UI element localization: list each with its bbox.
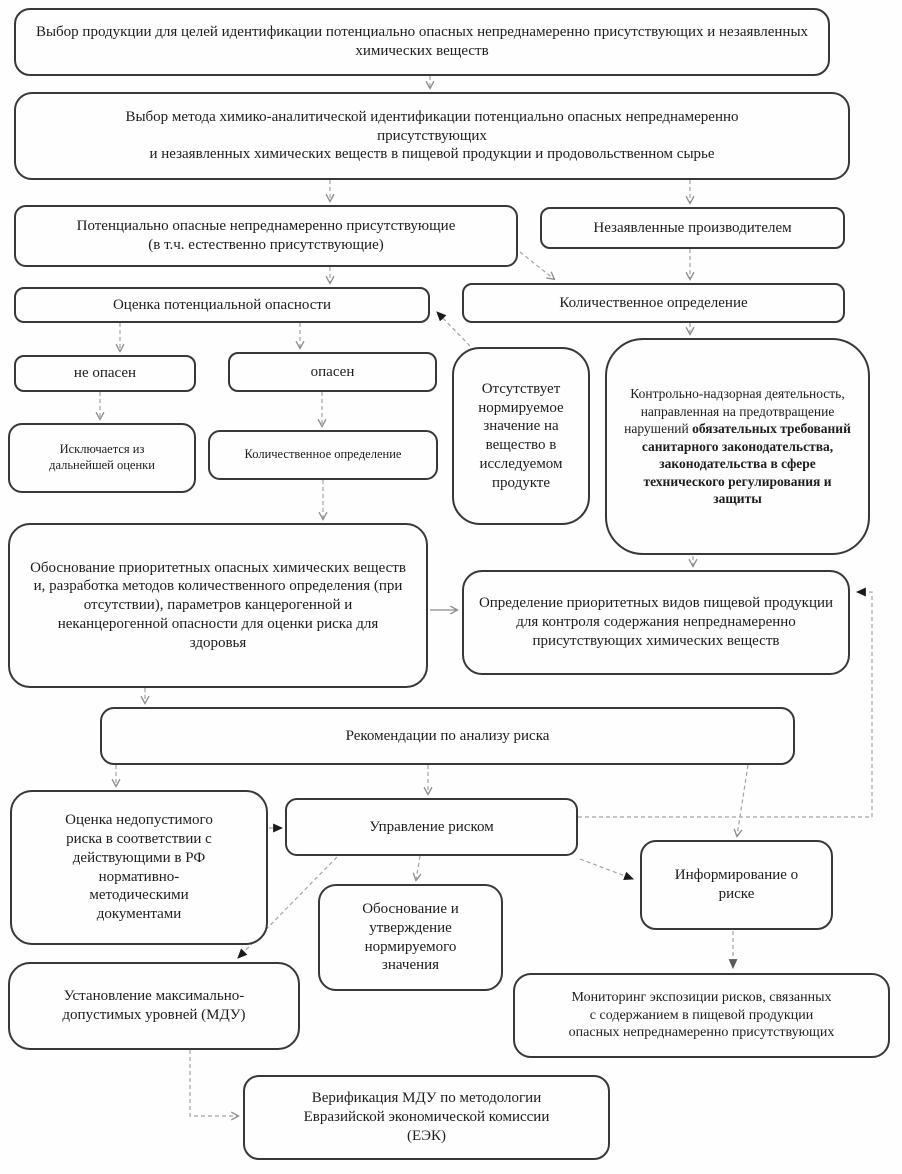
node-label: Оценка потенциальной опасности: [112, 296, 332, 313]
node-hazardous: опасен: [228, 352, 437, 392]
node-label: Информирование о риске: [674, 867, 799, 902]
node-unacceptable-risk-assessment: Оценка недопустимого риска в соответстви…: [10, 790, 268, 945]
node-label: Количественное определение: [244, 447, 402, 462]
node-label-bold: обязательных требований санитарного зако…: [641, 421, 851, 507]
node-potentially-hazardous: Потенциально опасные непреднамеренно при…: [14, 205, 518, 267]
node-label: Определение приоритетных видов пищевой п…: [478, 595, 834, 649]
node-risk-management: Управление риском: [285, 798, 578, 856]
node-label: Установление максимально- допустимых уро…: [62, 988, 246, 1023]
node-method-selection: Выбор метода химико-аналитической иденти…: [14, 92, 850, 180]
node-label: Контрольно-надзорная деятельность, напра…: [621, 385, 854, 508]
node-label-normal: Контрольно-надзорная деятельность, напра…: [624, 386, 845, 437]
node-risk-exposure-monitoring: Мониторинг экспозиции рисков, связанных …: [513, 973, 890, 1058]
node-hazard-assessment: Оценка потенциальной опасности: [14, 287, 430, 323]
node-priority-substances-justification: Обоснование приоритетных опасных химичес…: [8, 523, 428, 688]
node-risk-communication: Информирование о риске: [640, 840, 833, 930]
node-risk-analysis-recommendations: Рекомендации по анализу риска: [100, 707, 795, 765]
node-label: Потенциально опасные непреднамеренно при…: [76, 218, 456, 253]
node-control-supervision: Контрольно-надзорная деятельность, напра…: [605, 338, 870, 555]
node-label: не опасен: [73, 365, 137, 382]
node-label: Верификация МДУ по методологии Евразийск…: [303, 1090, 550, 1144]
node-label: Выбор метода химико-аналитической иденти…: [125, 108, 739, 163]
node-label: Управление риском: [369, 818, 494, 835]
node-label: Количественное определение: [559, 294, 748, 311]
node-no-normative-value: Отсутствует нормируемое значение на веще…: [452, 347, 590, 525]
node-quantitative-determination-small: Количественное определение: [208, 430, 438, 480]
node-excluded-from-assessment: Исключается из дальнейшей оценки: [8, 423, 196, 493]
node-label: Отсутствует нормируемое значение на веще…: [478, 380, 564, 491]
node-product-selection: Выбор продукции для целей идентификации …: [14, 8, 830, 76]
node-label: Обоснование приоритетных опасных химичес…: [30, 559, 406, 651]
node-normative-value-approval: Обоснование и утверждение нормируемого з…: [318, 884, 503, 991]
node-label: опасен: [310, 363, 355, 380]
node-label: Обоснование и утверждение нормируемого з…: [362, 901, 459, 974]
node-label: Исключается из дальнейшей оценки: [49, 442, 155, 472]
node-priority-food-types: Определение приоритетных видов пищевой п…: [462, 570, 850, 675]
node-mdu-verification: Верификация МДУ по методологии Евразийск…: [243, 1075, 610, 1160]
node-label: Рекомендации по анализу риска: [345, 727, 550, 744]
node-label: Незаявленные производителем: [593, 219, 792, 236]
node-label: Мониторинг экспозиции рисков, связанных …: [568, 990, 835, 1041]
node-label: Выбор продукции для целей идентификации …: [35, 24, 809, 59]
node-label: Оценка недопустимого риска в соответстви…: [65, 812, 213, 922]
node-mdu-establishment: Установление максимально- допустимых уро…: [8, 962, 300, 1050]
node-not-hazardous: не опасен: [14, 355, 196, 392]
node-undeclared-by-manufacturer: Незаявленные производителем: [540, 207, 845, 249]
node-quantitative-determination-right: Количественное определение: [462, 283, 845, 323]
